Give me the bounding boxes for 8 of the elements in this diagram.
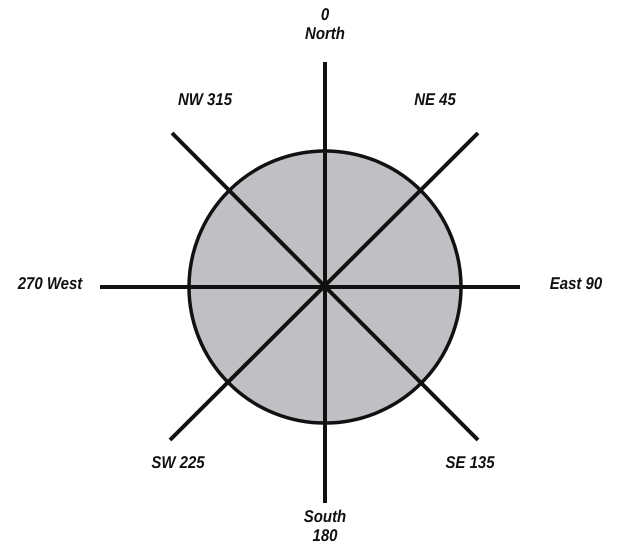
direction-label: NW 315 (176, 90, 234, 109)
direction-label: South 180 (302, 507, 348, 545)
direction-label: East 90 (548, 274, 604, 293)
direction-label: SE 135 (444, 453, 496, 472)
direction-label: 270 West (16, 274, 84, 293)
direction-label: NE 45 (413, 90, 457, 109)
direction-label: SW 225 (150, 453, 206, 472)
direction-label: 0 North (304, 5, 346, 43)
